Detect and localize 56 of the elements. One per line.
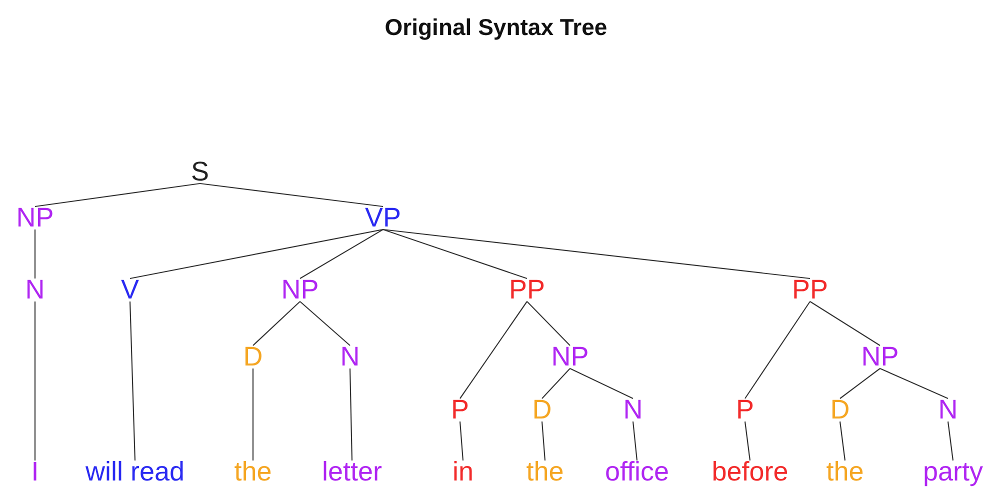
category-label: S	[189, 158, 211, 186]
tree-branch-line	[300, 229, 384, 279]
category-label: D	[828, 396, 852, 424]
category-label: P	[449, 396, 471, 424]
tree-branch-line	[200, 182, 384, 208]
category-label: P	[734, 396, 756, 424]
word-label: the	[524, 458, 566, 486]
word-label: the	[232, 458, 274, 486]
tree-branch-line	[129, 301, 136, 461]
category-label: NP	[14, 204, 56, 232]
category-label: NP	[549, 342, 591, 372]
category-label: N	[23, 276, 47, 304]
tree-branch-line	[34, 302, 36, 460]
tree-branch-line	[382, 228, 810, 280]
category-label: D	[241, 342, 265, 372]
category-label: N	[936, 396, 960, 424]
category-label: PP	[790, 276, 830, 304]
word-label: office	[602, 458, 672, 486]
word-label: letter	[320, 458, 384, 486]
word-label: party	[920, 458, 986, 486]
tree-branch-line	[252, 301, 300, 346]
category-label: PP	[506, 276, 548, 304]
tree-branch-line	[349, 368, 353, 461]
category-label: VP	[362, 204, 404, 232]
word-label: in	[450, 458, 476, 486]
tree-branch-line	[840, 368, 880, 399]
tree-branch-line	[300, 301, 350, 346]
tree-branch-line	[382, 228, 528, 280]
tree-branch-line	[744, 301, 810, 399]
tree-branch-line	[252, 368, 254, 460]
category-label: V	[119, 276, 141, 304]
word-label: I	[29, 458, 41, 486]
word-label: the	[824, 458, 866, 486]
tree-branch-line	[744, 421, 751, 461]
category-label: N	[338, 342, 362, 372]
word-label: will read	[83, 458, 187, 486]
category-label: D	[530, 396, 554, 424]
tree-branch-line	[34, 230, 36, 278]
diagram-title: Original Syntax Tree	[384, 14, 608, 41]
category-label: NP	[279, 276, 321, 304]
tree-branch-line	[839, 421, 846, 461]
tree-branch-line	[130, 228, 384, 280]
tree-branch-line	[526, 301, 570, 346]
tree-branch-line	[542, 368, 570, 399]
category-label: NP	[859, 342, 901, 372]
tree-branch-line	[880, 368, 948, 399]
tree-branch-line	[541, 421, 546, 461]
tree-branch-line	[34, 182, 200, 208]
tree-branch-line	[460, 301, 528, 399]
tree-branch-line	[632, 421, 638, 461]
category-label: N	[621, 396, 645, 424]
word-label: before	[710, 458, 790, 486]
tree-branch-line	[947, 421, 954, 461]
tree-branch-line	[459, 421, 464, 461]
tree-branch-line	[570, 368, 634, 399]
tree-branch-line	[810, 301, 880, 346]
